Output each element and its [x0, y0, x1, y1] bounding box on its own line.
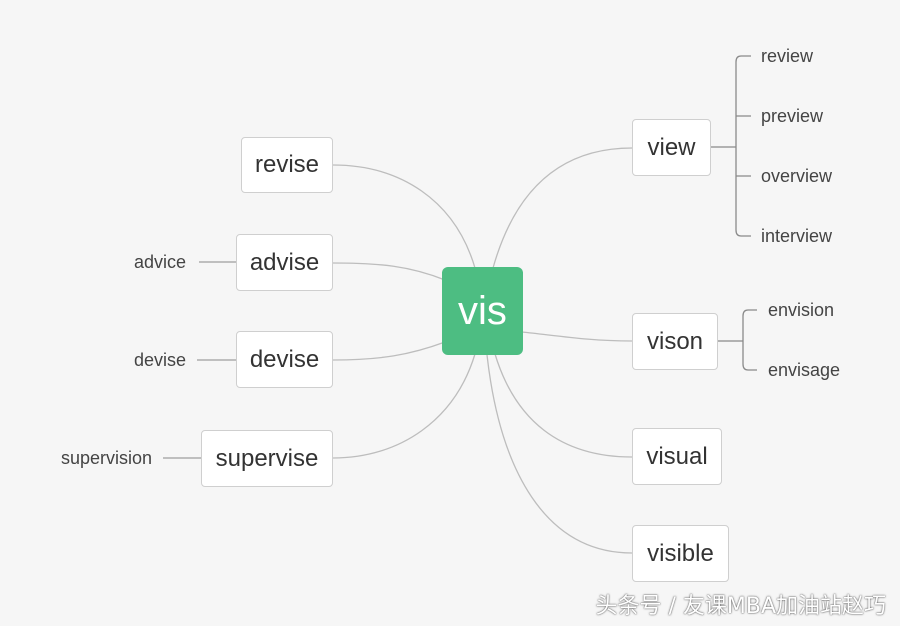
- edge-root-view: [492, 147, 633, 269]
- root-node-vis: vis: [442, 267, 523, 355]
- edge-root-revise: [332, 164, 476, 269]
- bracket-vison: [718, 309, 757, 371]
- node-view: view: [632, 119, 711, 176]
- node-visual: visual: [632, 428, 722, 485]
- leaf-supervision: supervision: [60, 448, 152, 468]
- leaf-preview: preview: [761, 106, 824, 126]
- leaf-devise: devise: [133, 350, 186, 370]
- edge-root-visual: [494, 353, 633, 458]
- edge-root-devise: [332, 341, 446, 361]
- node-visible: visible: [632, 525, 729, 582]
- node-revise: revise: [241, 137, 333, 193]
- node-devise: devise: [236, 331, 333, 388]
- edge-root-supervise: [332, 353, 476, 459]
- leaf-review: review: [761, 46, 814, 66]
- node-supervise: supervise: [201, 430, 333, 487]
- edge-root-visible: [486, 354, 633, 554]
- leaf-overview: overview: [761, 166, 833, 186]
- leaf-advice: advice: [133, 252, 186, 272]
- watermark-text: 头条号 / 友课MBA加油站赵巧: [595, 594, 886, 619]
- edge-root-advise: [332, 262, 446, 281]
- leaf-envision: envision: [768, 300, 835, 320]
- node-vison: vison: [632, 313, 718, 370]
- edge-root-vison: [521, 331, 633, 342]
- node-advise: advise: [236, 234, 333, 291]
- leaf-envisage: envisage: [768, 360, 841, 380]
- bracket-view: [711, 55, 751, 237]
- leaf-interview: interview: [761, 226, 833, 246]
